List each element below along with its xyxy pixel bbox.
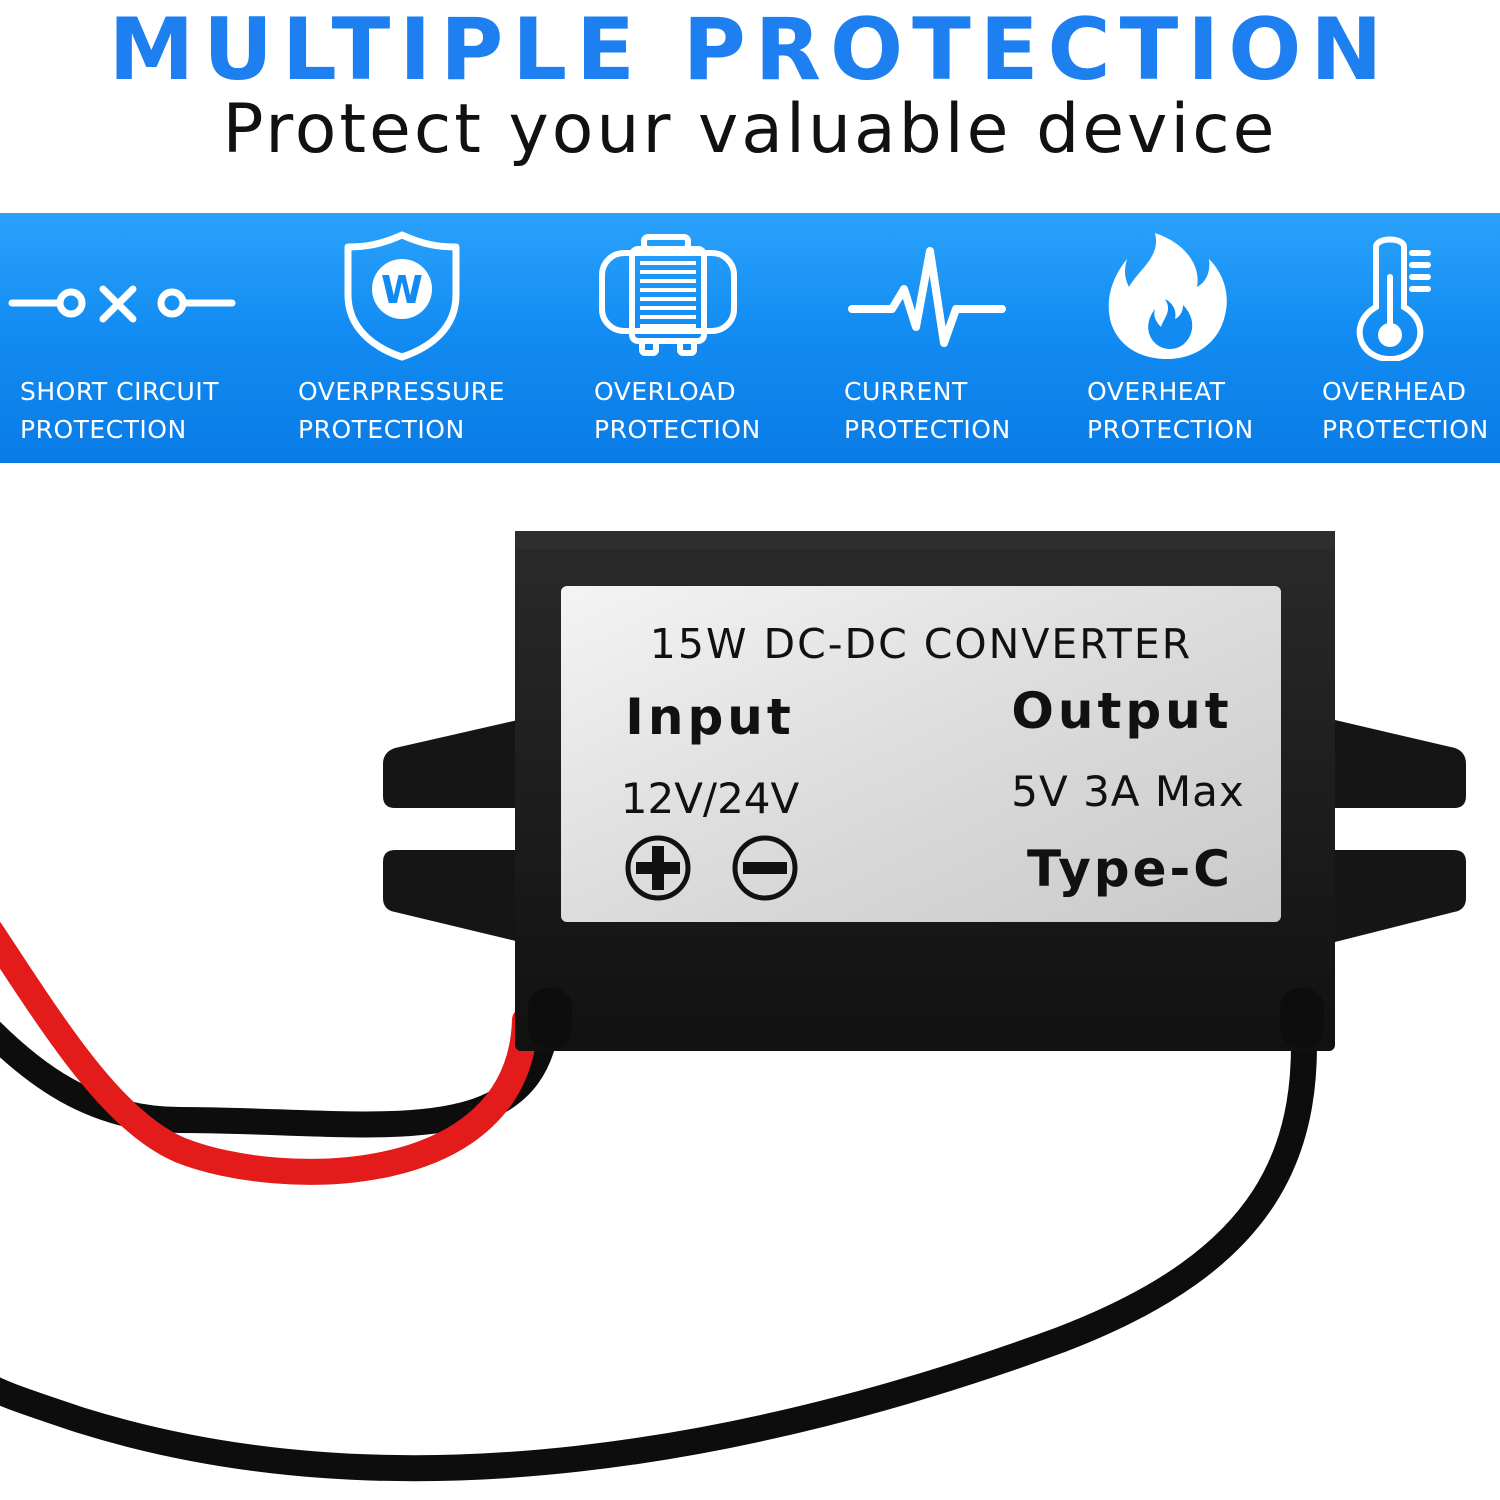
negative-terminal-icon [732, 835, 798, 901]
feature-current: CURRENT PROTECTION [830, 213, 1070, 463]
svg-text:W: W [381, 268, 423, 312]
short-circuit-icon [8, 285, 236, 323]
output-title: Output [1011, 682, 1232, 740]
headline-title: MULTIPLE PROTECTION [108, 0, 1392, 100]
feature-overheat: OVERHEAT PROTECTION [1075, 213, 1305, 463]
flame-icon [1108, 233, 1227, 359]
mounting-tab-left [383, 720, 520, 942]
feature-label-line2: PROTECTION [20, 415, 187, 444]
input-title: Input [625, 688, 795, 746]
feature-label-line1: OVERHEAT [1087, 377, 1226, 406]
mounting-tab-right [1335, 720, 1466, 942]
converter-heading: 15W DC-DC CONVERTER [650, 620, 1192, 668]
thermometer-icon [1356, 236, 1431, 361]
feature-label-line1: SHORT CIRCUIT [20, 377, 219, 406]
feature-label-current: CURRENT PROTECTION [844, 373, 1011, 449]
converter-product-illustration: 15W DC-DC CONVERTER Input Output 12V/24V… [0, 531, 1466, 1482]
input-wires [0, 921, 561, 1185]
protection-feature-band: SHORT CIRCUIT PROTECTION W OVERPRESSURE … [0, 213, 1500, 463]
feature-label-line1: CURRENT [844, 377, 968, 406]
feature-label-line2: PROTECTION [1087, 415, 1254, 444]
feature-label-line2: PROTECTION [594, 415, 761, 444]
feature-label-overheat: OVERHEAT PROTECTION [1087, 373, 1254, 449]
feature-label-line2: PROTECTION [1322, 415, 1489, 444]
feature-short-circuit: SHORT CIRCUIT PROTECTION [0, 213, 250, 463]
feature-overload: OVERLOAD PROTECTION [580, 213, 820, 463]
feature-label-short-circuit: SHORT CIRCUIT PROTECTION [20, 373, 219, 449]
feature-label-overpressure: OVERPRESSURE PROTECTION [298, 373, 505, 449]
feature-overpressure: W OVERPRESSURE PROTECTION [280, 213, 530, 463]
spec-label-plate [561, 586, 1281, 922]
overload-icon [599, 234, 737, 356]
positive-terminal-icon [625, 835, 691, 901]
input-voltage: 12V/24V [621, 774, 800, 823]
headline-subtitle: Protect your valuable device [222, 90, 1278, 169]
output-spec: 5V 3A Max [1011, 767, 1244, 816]
pulse-icon [848, 247, 1006, 347]
feature-label-overhead: OVERHEAD PROTECTION [1322, 373, 1489, 449]
feature-label-line1: OVERHEAD [1322, 377, 1467, 406]
feature-overhead: OVERHEAD PROTECTION [1310, 213, 1500, 463]
feature-label-line1: OVERPRESSURE [298, 377, 505, 406]
feature-label-line2: PROTECTION [844, 415, 1011, 444]
output-type: Type-C [1027, 840, 1233, 898]
feature-label-line1: OVERLOAD [594, 377, 737, 406]
output-cable [0, 987, 1318, 1482]
shield-w-icon: W [344, 231, 460, 361]
feature-label-overload: OVERLOAD PROTECTION [594, 373, 761, 449]
red-input-wire [0, 921, 538, 1185]
feature-label-line2: PROTECTION [298, 415, 465, 444]
